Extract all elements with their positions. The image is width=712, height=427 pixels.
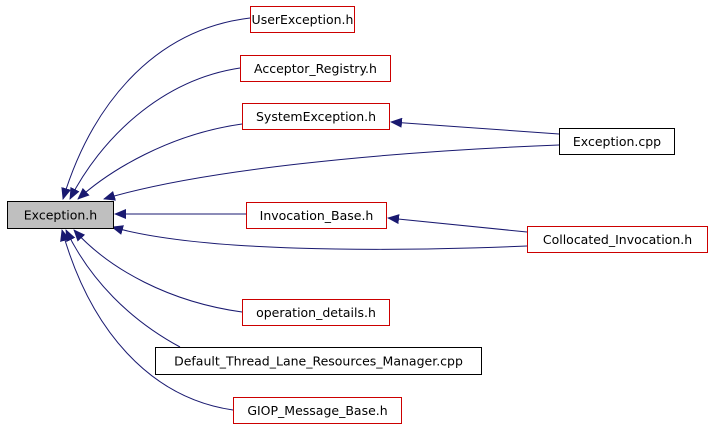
node-systemexception-h[interactable]: SystemException.h [242, 103, 390, 130]
edges-layer [60, 17, 560, 411]
node-userexception-h[interactable]: UserException.h [250, 6, 355, 33]
node-giop-message-base-h[interactable]: GIOP_Message_Base.h [233, 397, 402, 424]
edge-collocated_invocation_h-to-invocation_base_h [387, 214, 528, 233]
node-box [155, 347, 482, 375]
node-box [242, 299, 390, 326]
node-label: Collocated_Invocation.h [543, 232, 692, 247]
edge-giop_message_base_h-to-exception_h [60, 229, 234, 411]
nodes-layer: Exception.h UserException.hAcceptor_Regis… [7, 6, 708, 424]
node-box [250, 6, 355, 33]
node-invocation-base-h[interactable]: Invocation_Base.h [246, 202, 387, 229]
node-box [242, 103, 390, 130]
node-box [559, 128, 675, 155]
node-acceptor-registry-h[interactable]: Acceptor_Registry.h [240, 55, 391, 82]
node-box [233, 397, 402, 424]
node-label: UserException.h [252, 12, 354, 27]
node-label: Default_Thread_Lane_Resources_Manager.cp… [174, 354, 463, 369]
node-label: operation_details.h [256, 305, 376, 320]
node-label: SystemException.h [256, 109, 376, 124]
edge-exception_cpp-to-systemexception_h [390, 117, 560, 135]
edge-acceptor_registry_h-to-exception_h [69, 67, 241, 200]
node-collocated-invocation-h[interactable]: Collocated_Invocation.h [527, 226, 708, 253]
node-label: Invocation_Base.h [260, 208, 374, 223]
node-box [240, 55, 391, 82]
edge-collocated_invocation_h-to-exception_h [111, 225, 528, 250]
edge-systemexception_h-to-exception_h [77, 123, 243, 200]
node-exception-cpp[interactable]: Exception.cpp [559, 128, 675, 155]
node-label: Exception.cpp [573, 134, 661, 149]
node-box [527, 226, 708, 253]
edge-operation_details_h-to-exception_h [73, 229, 243, 313]
node-label: Acceptor_Registry.h [254, 61, 377, 76]
edge-exception_cpp-to-exception_h [103, 144, 560, 201]
edge-default_thread_lane_cpp-to-exception_h [65, 229, 181, 348]
node-operation-details-h[interactable]: operation_details.h [242, 299, 390, 326]
node-label: GIOP_Message_Base.h [247, 403, 387, 418]
node-box [7, 201, 114, 229]
node-box [246, 202, 387, 229]
edge-userexception_h-to-exception_h [61, 17, 251, 200]
node-default-thread-lane-cpp[interactable]: Default_Thread_Lane_Resources_Manager.cp… [155, 347, 482, 375]
node-label: Exception.h [24, 208, 97, 223]
node-exception-h: Exception.h [7, 201, 114, 229]
